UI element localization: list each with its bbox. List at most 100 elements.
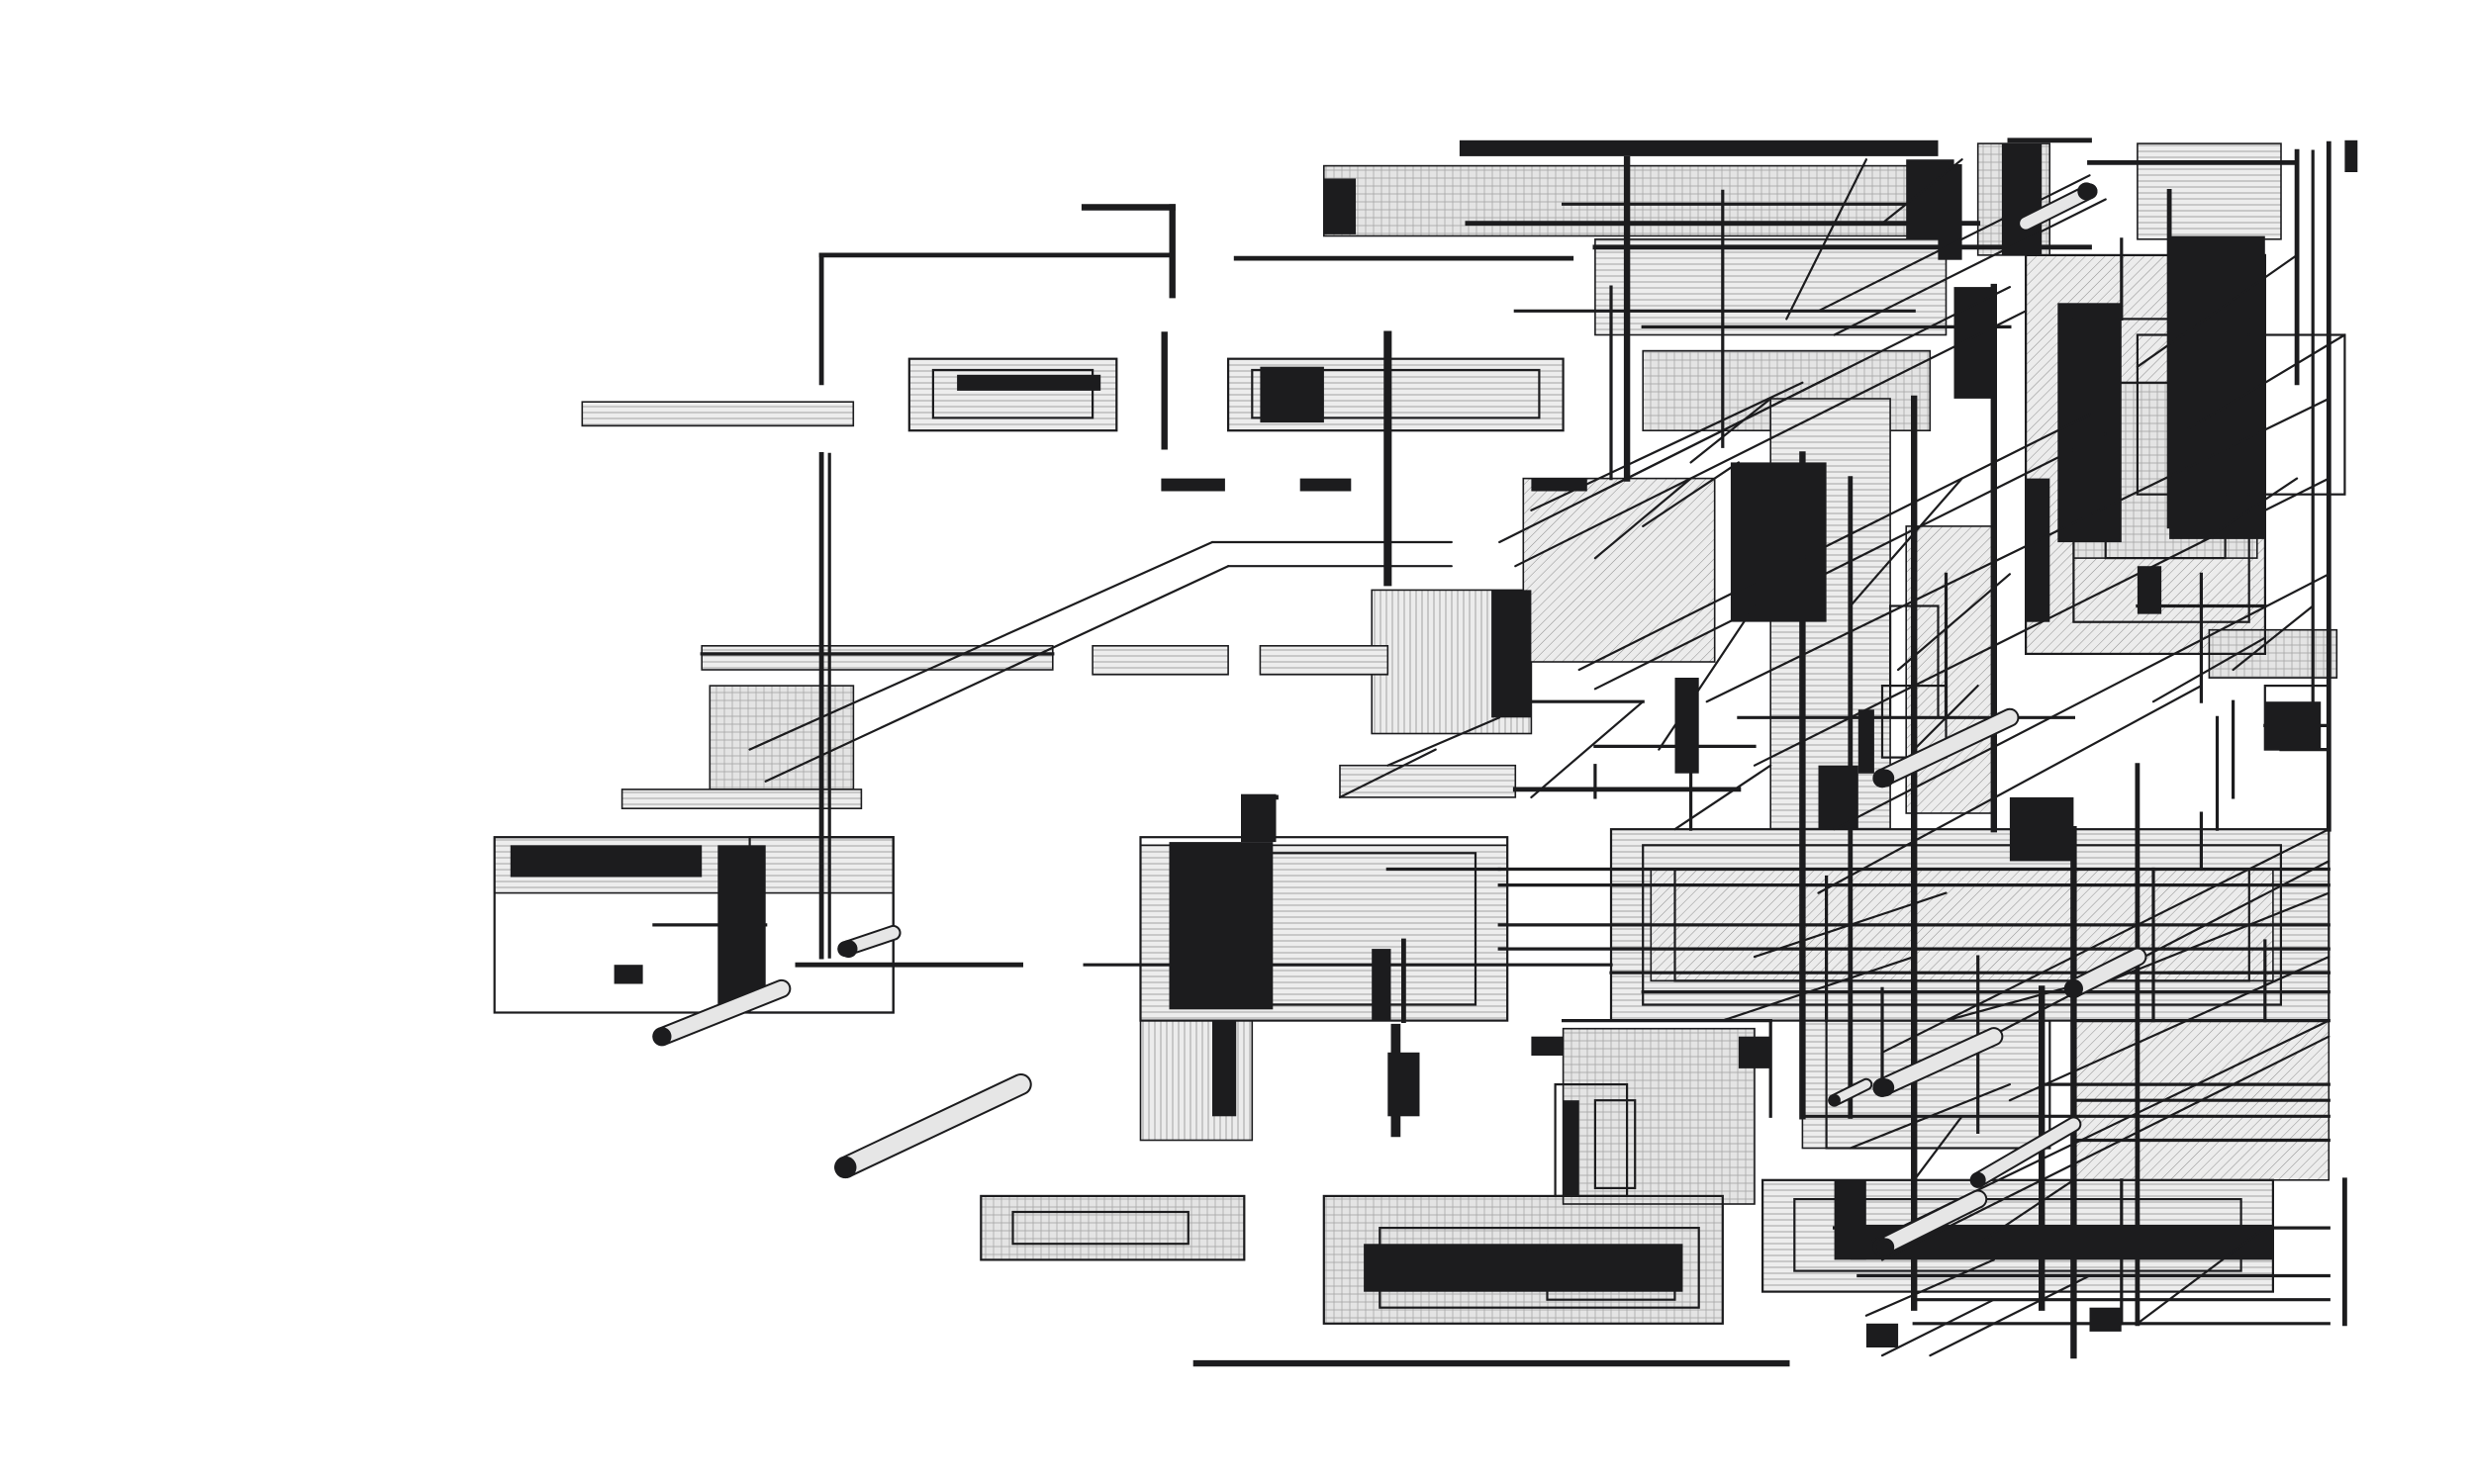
solid-face-56	[1674, 678, 1699, 774]
frame-outline-84	[2104, 381, 2227, 560]
strut-225	[1721, 955, 1916, 1022]
tube-body-233	[654, 980, 790, 1045]
tube-end-231	[834, 1156, 857, 1179]
tube-dot-263	[1876, 1078, 1895, 1097]
tube-end-258	[1969, 1171, 1986, 1188]
strut-213	[1913, 1115, 1963, 1181]
strut-198	[1880, 828, 2331, 1054]
tube-dot-261	[1876, 769, 1895, 788]
strut-190	[1880, 158, 1963, 225]
frame-outline-78	[1171, 852, 1477, 1006]
frame-outline-73	[1226, 357, 1565, 432]
tube-end-252	[2063, 978, 2083, 999]
frame-outline-96	[1554, 1082, 1629, 1197]
frame-outline-85	[2136, 333, 2346, 496]
hatched-face-31	[2137, 142, 2282, 240]
frame-outline-88	[980, 1194, 1246, 1261]
solid-face-38	[510, 845, 703, 878]
frame-outline-83	[2072, 318, 2250, 623]
solid-face-69	[1459, 139, 1939, 156]
strut-197	[1833, 573, 2331, 831]
solid-face-37	[1491, 590, 1532, 718]
strut-217	[1338, 748, 1437, 799]
strut-187	[1705, 397, 2331, 703]
strut-209	[1929, 1274, 2091, 1357]
strut-204	[2232, 604, 2315, 672]
solid-face-51	[1212, 1020, 1237, 1117]
frame-outline-77	[1139, 836, 1509, 1022]
hatched-face-7	[1522, 477, 1716, 663]
tube-body-245	[1874, 709, 2018, 787]
frame-outline-97	[1593, 1099, 1637, 1189]
solid-face-49	[1372, 949, 1391, 1021]
tubes-layer	[652, 182, 2147, 1257]
hatched-face-1	[1594, 238, 1948, 336]
frame-outline-87	[1379, 1226, 1700, 1309]
tube-end-234	[652, 1027, 672, 1047]
tube-body-257	[1971, 1118, 2080, 1186]
tube-body-242	[1874, 1191, 1986, 1255]
solid-face-42	[614, 965, 643, 984]
strut-193	[2184, 333, 2346, 432]
hatched-face-24	[1562, 1027, 1756, 1205]
strut-212	[2136, 1226, 2266, 1325]
solid-face-65	[2089, 1307, 2122, 1332]
frame-outline-99	[1577, 1266, 1629, 1285]
solid-face-63	[1299, 478, 1352, 492]
solid-face-48	[1531, 1036, 1564, 1056]
hatched-face-28	[581, 401, 855, 427]
frame-outline-82	[2024, 253, 2266, 655]
frame-outline-90	[1760, 1178, 2274, 1293]
strut-179	[748, 540, 1214, 751]
hatched-face-21	[1259, 644, 1389, 676]
solid-face-41	[1241, 793, 1277, 843]
strut-216	[1386, 716, 1501, 767]
frame-outline-72	[931, 368, 1094, 419]
strut-191	[1785, 158, 1868, 321]
strut-223	[1976, 1178, 2075, 1246]
solid-face-35	[2057, 303, 2122, 543]
strut-222	[1913, 684, 1979, 751]
strut-219	[1689, 397, 1772, 464]
solid-face-66	[1563, 1100, 1579, 1196]
solid-face-70	[2344, 139, 2358, 172]
hatched-face-17	[980, 1195, 1246, 1261]
strut-221	[1593, 477, 1692, 560]
tube-dot-259	[839, 940, 858, 959]
tube-body-251	[2065, 949, 2145, 996]
strut-207	[1849, 1082, 2012, 1150]
frame-outline-86	[1322, 1194, 1724, 1325]
strut-210	[1864, 1258, 1995, 1317]
solid-face-67	[1738, 1036, 1771, 1068]
hatched-face-29	[1339, 764, 1517, 798]
strut-228	[1896, 573, 2012, 672]
strut-185	[1577, 414, 2091, 672]
frame-outline-91	[1793, 1197, 2242, 1272]
strut-195	[1530, 381, 1804, 511]
strut-215	[1530, 700, 1645, 799]
solid-face-36	[1730, 462, 1827, 622]
strut-224	[1753, 891, 1948, 959]
solid-face-62	[1161, 478, 1225, 492]
tube-end-255	[1828, 1093, 1841, 1107]
tube-body-230	[836, 1074, 1030, 1177]
strut-192	[2136, 253, 2299, 368]
strut-227	[1849, 477, 1963, 607]
strut-205	[2151, 636, 2266, 703]
strut-189	[1833, 198, 2107, 336]
strut-220	[1642, 461, 1741, 528]
tube-body-248	[2020, 185, 2096, 230]
tube-dot-260	[2077, 182, 2096, 201]
strut-218	[1673, 764, 1772, 831]
strut-206	[1817, 684, 2203, 894]
strut-203	[2200, 477, 2299, 544]
strut-208	[2088, 891, 2331, 990]
strut-196	[1753, 477, 2331, 767]
solid-face-32	[1323, 178, 1356, 234]
strut-188	[1817, 174, 2091, 313]
frame-outline-89	[1011, 1210, 1189, 1246]
solid-faces-layer	[510, 139, 2358, 1347]
strut-201	[1880, 1035, 2331, 1261]
solid-face-47	[2001, 143, 2043, 255]
